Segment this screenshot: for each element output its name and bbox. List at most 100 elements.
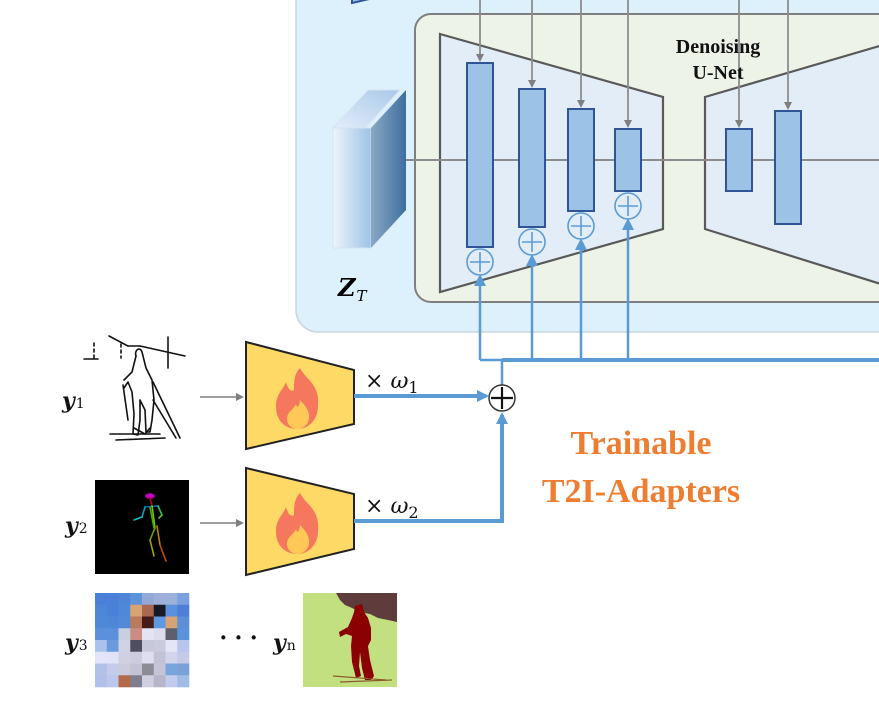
palette-cell [153, 640, 166, 653]
palette-cell [130, 604, 143, 617]
segmentation-condition-image [303, 593, 397, 687]
palette-cell [177, 663, 190, 676]
palette-cell [118, 640, 131, 653]
palette-cell [177, 628, 190, 641]
palette-cell [153, 663, 166, 676]
palette-cell [142, 616, 155, 629]
decoder-blocks [725, 110, 802, 225]
palette-cell [165, 651, 178, 664]
palette-cell [153, 675, 166, 688]
palette-cell [165, 616, 178, 629]
unet-title-line1: Denoising [676, 36, 760, 58]
condition-label-1: y1 [61, 388, 85, 414]
palette-cell [177, 616, 190, 629]
adapter-2-output [354, 412, 508, 523]
palette-cell [106, 640, 119, 653]
palette-cell [153, 651, 166, 664]
adapters-label-line1: Trainable [570, 425, 711, 462]
encoder-block-1 [466, 62, 494, 248]
palette-cell [165, 628, 178, 641]
palette-cell [142, 628, 155, 641]
color-palette-condition-image [95, 593, 190, 688]
flame-icon [276, 493, 319, 554]
circle-plus-icon [518, 228, 546, 256]
adapter-feature-lines [474, 218, 879, 385]
palette-cell [106, 628, 119, 641]
palette-cell [165, 675, 178, 688]
ellipsis: · · · [219, 623, 258, 652]
condition-label-n: yn [272, 630, 296, 656]
palette-cell [130, 616, 143, 629]
decoder-block-1 [725, 128, 753, 192]
palette-cell [95, 640, 108, 653]
palette-cell [118, 604, 131, 617]
circle-plus-icon [614, 192, 642, 220]
encoder-block-2 [518, 88, 546, 228]
palette-cell [153, 604, 166, 617]
palette-cell [118, 593, 131, 606]
sketch-condition-image [83, 335, 186, 441]
palette-cell [153, 628, 166, 641]
palette-cell [165, 640, 178, 653]
unet-encoder [438, 32, 665, 294]
palette-cell [106, 663, 119, 676]
palette-cell [165, 593, 178, 606]
encoder-block-3 [567, 108, 595, 212]
palette-cell [118, 675, 131, 688]
palette-cell [106, 604, 119, 617]
palette-cell [130, 651, 143, 664]
sum-node [488, 384, 516, 412]
palette-cell [142, 663, 155, 676]
weight-label-1: × ω1 [365, 369, 419, 397]
palette-cell [106, 651, 119, 664]
palette-cell [165, 663, 178, 676]
palette-cell [95, 675, 108, 688]
palette-cell [106, 616, 119, 629]
circle-plus-icon [567, 212, 595, 240]
palette-cell [118, 616, 131, 629]
palette-cell [130, 628, 143, 641]
palette-cell [130, 593, 143, 606]
palette-cell [118, 663, 131, 676]
pose-condition-image [95, 480, 189, 574]
palette-cell [177, 593, 190, 606]
palette-cell [153, 616, 166, 629]
text-condition-arrows [476, 0, 792, 128]
palette-cell [130, 675, 143, 688]
palette-cell [95, 628, 108, 641]
condition-label-2: y2 [64, 513, 88, 539]
adapter-2: × ω2 [200, 412, 508, 577]
adapters-label-line2: T2I-Adapters [542, 473, 740, 510]
palette-cell [106, 675, 119, 688]
circle-plus-icon [466, 248, 494, 276]
palette-cell [95, 616, 108, 629]
palette-cell [142, 604, 155, 617]
palette-cell [177, 675, 190, 688]
palette-cell [95, 604, 108, 617]
encoder-block-4 [614, 128, 642, 192]
palette-cell [142, 640, 155, 653]
text-encoder-fragment [351, 0, 370, 5]
palette-cell [142, 675, 155, 688]
palette-cell [118, 651, 131, 664]
condition-label-3: y3 [64, 630, 88, 656]
unet-title-line2: U-Net [692, 62, 743, 84]
palette-cell [165, 604, 178, 617]
palette-cell [95, 651, 108, 664]
adapter-1: × ω1 [200, 340, 489, 451]
decoder-block-2 [774, 110, 802, 225]
weight-label-2: × ω2 [365, 494, 419, 522]
encoder-blocks [466, 62, 642, 248]
palette-cell [95, 663, 108, 676]
palette-cell [142, 651, 155, 664]
palette-cell [177, 604, 190, 617]
palette-cell [130, 663, 143, 676]
latent-cube [331, 89, 406, 249]
palette-cell [177, 640, 190, 653]
palette-cell [177, 651, 190, 664]
flame-icon [276, 368, 319, 429]
palette-cell [95, 593, 108, 606]
palette-cell [106, 593, 119, 606]
palette-cell [153, 593, 166, 606]
